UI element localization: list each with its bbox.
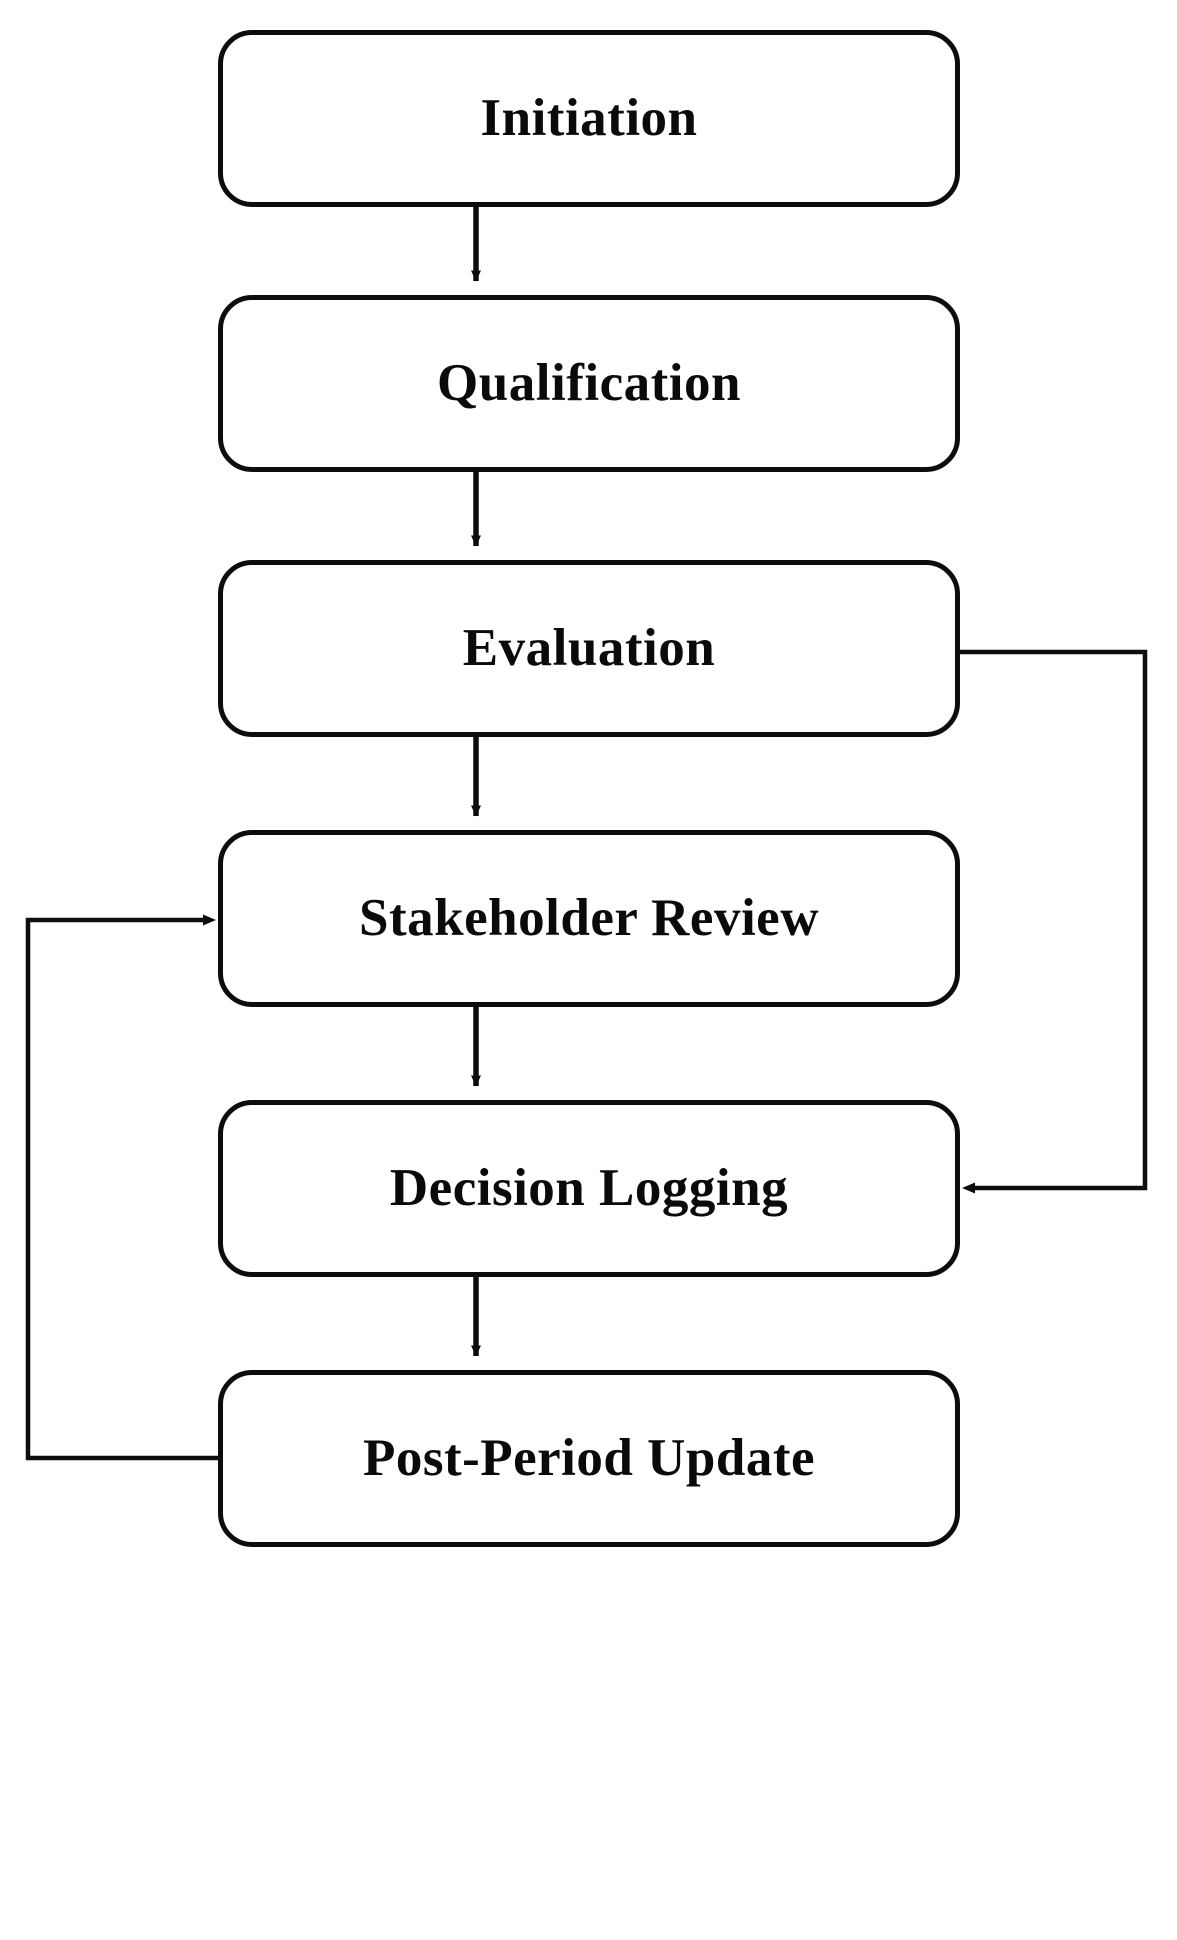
edge-evaluation-to-decision-logging-bypass (960, 649, 1148, 1194)
node-post-period-update[interactable]: Post-Period Update (218, 1370, 960, 1547)
node-qualification[interactable]: Qualification (218, 295, 960, 472)
node-evaluation[interactable]: Evaluation (218, 560, 960, 737)
edge-post-period-update-to-stakeholder-review-feedback (25, 914, 218, 1461)
node-stakeholder-review[interactable]: Stakeholder Review (218, 830, 960, 1007)
node-initiation[interactable]: Initiation (218, 30, 960, 207)
node-evaluation-label: Evaluation (462, 619, 716, 678)
node-qualification-label: Qualification (437, 354, 741, 413)
node-post-period-update-label: Post-Period Update (362, 1429, 816, 1488)
node-initiation-label: Initiation (480, 89, 698, 148)
node-decision-logging[interactable]: Decision Logging (218, 1100, 960, 1277)
node-stakeholder-review-label: Stakeholder Review (359, 889, 819, 948)
node-decision-logging-label: Decision Logging (389, 1159, 789, 1218)
